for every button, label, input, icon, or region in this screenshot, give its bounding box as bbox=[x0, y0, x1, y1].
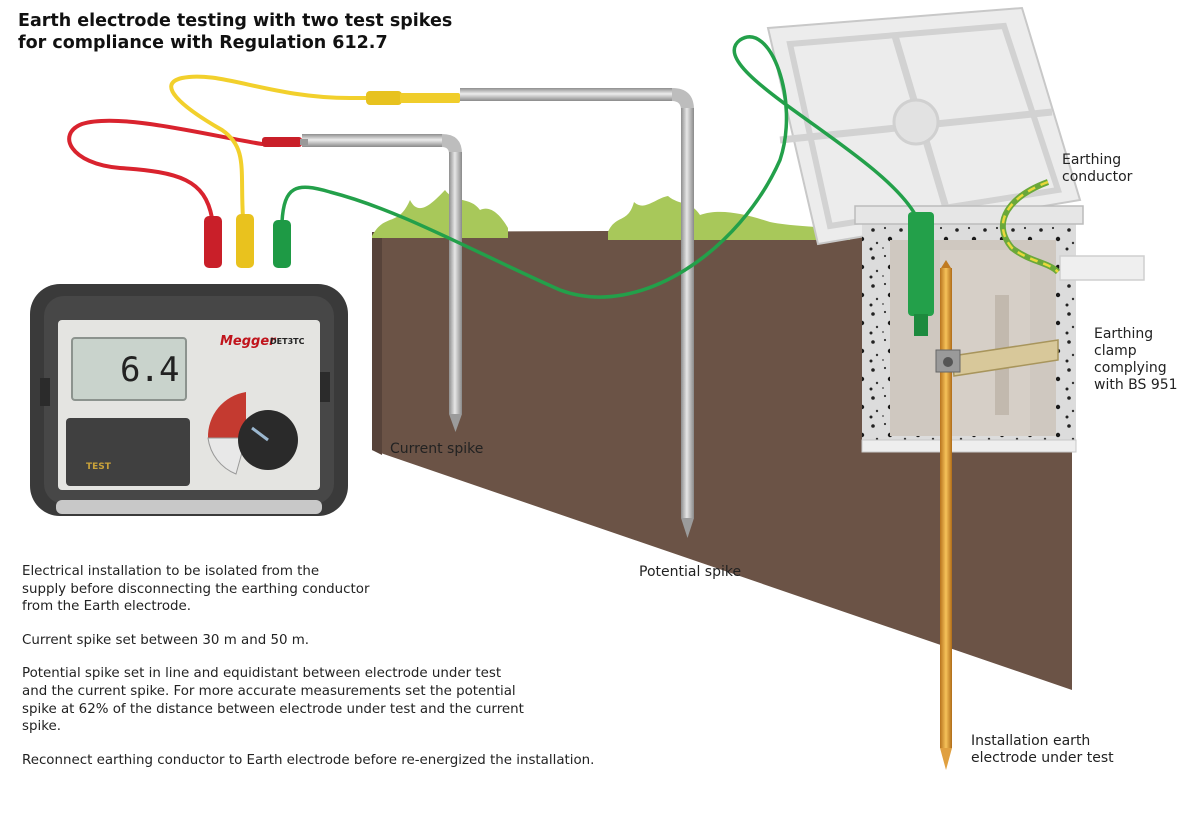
label-line: Earthing bbox=[1094, 326, 1154, 342]
note-line: and the current spike. For more accurate… bbox=[22, 683, 516, 699]
label-line: with BS 951 bbox=[1094, 377, 1178, 393]
note-potential-spike: Potential spike set in line and equidist… bbox=[22, 665, 662, 735]
lead-plugs bbox=[204, 91, 934, 336]
label-line: Earthing bbox=[1062, 152, 1122, 168]
label-current-spike: Current spike bbox=[390, 441, 484, 457]
red-lead bbox=[67, 118, 302, 220]
note-line: spike at 62% of the distance between ele… bbox=[22, 701, 524, 717]
label-line: conductor bbox=[1062, 169, 1133, 185]
grass-tufts bbox=[372, 190, 850, 240]
note-line: supply before disconnecting the earthing… bbox=[22, 581, 370, 597]
earthing-clamp bbox=[935, 339, 1059, 377]
label-line: complying bbox=[1094, 360, 1167, 376]
megger-meter bbox=[30, 284, 348, 516]
note-isolation: Electrical installation to be isolated f… bbox=[22, 563, 662, 616]
yellow-lead bbox=[169, 74, 374, 220]
note-current-spike: Current spike set between 30 m and 50 m. bbox=[22, 632, 310, 648]
title-line-2: for compliance with Regulation 612.7 bbox=[18, 33, 388, 53]
meter-test-button[interactable] bbox=[66, 418, 190, 486]
test-leads bbox=[67, 35, 918, 299]
meter-brand: Megger bbox=[220, 334, 276, 349]
green-lead bbox=[280, 35, 918, 299]
earthing-conductor-wire bbox=[999, 179, 1061, 275]
label-earthing-conductor: Earthing conductor bbox=[1062, 152, 1132, 186]
label-potential-spike: Potential spike bbox=[639, 564, 742, 580]
note-line: spike. bbox=[22, 719, 61, 735]
label-earthing-clamp: Earthing clamp complying with BS 951 bbox=[1094, 326, 1178, 394]
current-spike bbox=[302, 134, 462, 432]
soil-edge bbox=[372, 232, 382, 455]
note-line: from the Earth electrode. bbox=[22, 599, 192, 615]
meter-display bbox=[71, 337, 187, 401]
potential-spike bbox=[460, 88, 694, 538]
meter-reading: 6.4 bbox=[120, 350, 179, 390]
note-reconnect: Reconnect earthing conductor to Earth el… bbox=[22, 752, 595, 768]
range-selector[interactable] bbox=[207, 392, 298, 475]
note-line: Electrical installation to be isolated f… bbox=[22, 564, 320, 579]
diagram-title: Earth electrode testing with two test sp… bbox=[18, 10, 452, 54]
title-line-1: Earth electrode testing with two test sp… bbox=[18, 11, 453, 31]
label-line: electrode under test bbox=[971, 750, 1114, 766]
installation-earth-electrode bbox=[940, 260, 952, 770]
inspection-pit-cover bbox=[766, 6, 1082, 246]
note-line: Potential spike set in line and equidist… bbox=[22, 666, 502, 682]
meter-model: DET3TC bbox=[270, 337, 305, 346]
label-installation-electrode: Installation earth electrode under test bbox=[971, 733, 1114, 767]
label-line: clamp bbox=[1094, 343, 1137, 359]
meter-test-label: TEST bbox=[86, 462, 111, 472]
label-line: Installation earth bbox=[971, 733, 1091, 749]
procedure-notes: Electrical installation to be isolated f… bbox=[22, 563, 662, 785]
